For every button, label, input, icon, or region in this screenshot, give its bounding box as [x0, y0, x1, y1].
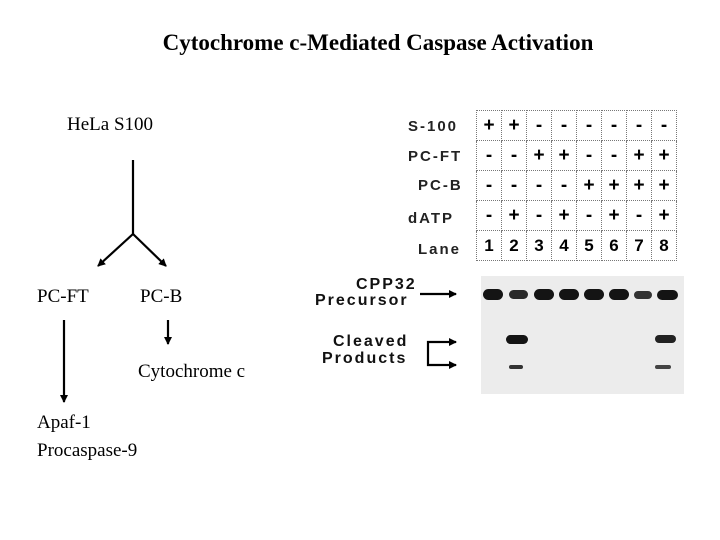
cleaved-bracket [426, 340, 440, 367]
precursor-label: Precursor [315, 292, 409, 309]
table-row-lane: 1 2 3 4 5 6 7 8 [476, 230, 677, 261]
table-cell: - [526, 170, 552, 201]
table-cell: - [651, 110, 677, 141]
row-label-pc-b: PC-B [418, 177, 463, 194]
table-cell: - [526, 110, 552, 141]
table-cell: - [501, 170, 527, 201]
table-cell: + [626, 140, 652, 171]
cleaved-band [655, 335, 676, 343]
products-label: Products [322, 350, 408, 367]
condition-table: + + - - - - - - - - + + - - + + - - - - … [476, 110, 677, 261]
table-cell: - [601, 110, 627, 141]
cleaved-band [509, 365, 523, 369]
table-cell: + [526, 140, 552, 171]
apaf-1-label: Apaf-1 [37, 412, 91, 433]
precursor-band [534, 289, 554, 300]
table-cell: - [626, 200, 652, 231]
table-cell: - [551, 170, 577, 201]
row-label-datp: dATP [408, 210, 455, 227]
precursor-band [509, 290, 528, 299]
precursor-band [483, 289, 503, 300]
pc-ft-label: PC-FT [37, 286, 89, 307]
hela-s100-label: HeLa S100 [67, 114, 154, 135]
left-branch-arrow [97, 233, 134, 267]
table-cell: - [501, 140, 527, 171]
lane-number: 7 [626, 230, 652, 261]
lane-number: 2 [501, 230, 527, 261]
table-cell: + [551, 200, 577, 231]
table-cell: + [651, 140, 677, 171]
table-cell: + [626, 170, 652, 201]
table-row-s100: + + - - - - - - [476, 110, 677, 141]
lane-number: 3 [526, 230, 552, 261]
page-title: Cytochrome c-Mediated Caspase Activation [162, 30, 594, 55]
table-cell: - [601, 140, 627, 171]
table-row-pc-ft: - - + + - - + + [476, 140, 677, 171]
precursor-band [634, 291, 652, 299]
cleaved-label: Cleaved [333, 333, 409, 350]
table-cell: + [551, 140, 577, 171]
table-cell: + [501, 200, 527, 231]
table-cell: + [601, 200, 627, 231]
table-cell: - [576, 110, 602, 141]
cleaved-band [506, 335, 528, 344]
cytochrome-c-label: Cytochrome c [138, 361, 246, 382]
pc-b-label: PC-B [140, 286, 183, 307]
precursor-band [657, 290, 678, 300]
table-cell: + [501, 110, 527, 141]
precursor-band [559, 289, 579, 300]
table-cell: + [576, 170, 602, 201]
table-cell: - [476, 140, 502, 171]
lane-number: 6 [601, 230, 627, 261]
table-cell: - [476, 170, 502, 201]
table-cell: - [526, 200, 552, 231]
lane-number: 5 [576, 230, 602, 261]
table-cell: - [576, 140, 602, 171]
table-row-datp: - + - + - + - + [476, 200, 677, 231]
row-label-pc-ft: PC-FT [408, 148, 463, 165]
gel-image [481, 276, 684, 394]
table-cell: + [601, 170, 627, 201]
row-label-s100: S-100 [408, 118, 459, 135]
cleaved-band [655, 365, 671, 369]
procaspase-9-label: Procaspase-9 [37, 440, 138, 461]
lane-number: 1 [476, 230, 502, 261]
precursor-band [584, 289, 604, 300]
lane-number: 8 [651, 230, 677, 261]
table-cell: - [551, 110, 577, 141]
table-cell: + [651, 200, 677, 231]
table-cell: - [576, 200, 602, 231]
row-label-lane: Lane [418, 241, 462, 258]
table-cell: + [476, 110, 502, 141]
precursor-band [609, 289, 629, 300]
table-cell: - [476, 200, 502, 231]
cpp32-label: CPP32 [356, 276, 417, 293]
table-cell: + [651, 170, 677, 201]
right-branch-arrow [132, 233, 167, 267]
lane-number: 4 [551, 230, 577, 261]
table-row-pc-b: - - - - + + + + [476, 170, 677, 201]
table-cell: - [626, 110, 652, 141]
